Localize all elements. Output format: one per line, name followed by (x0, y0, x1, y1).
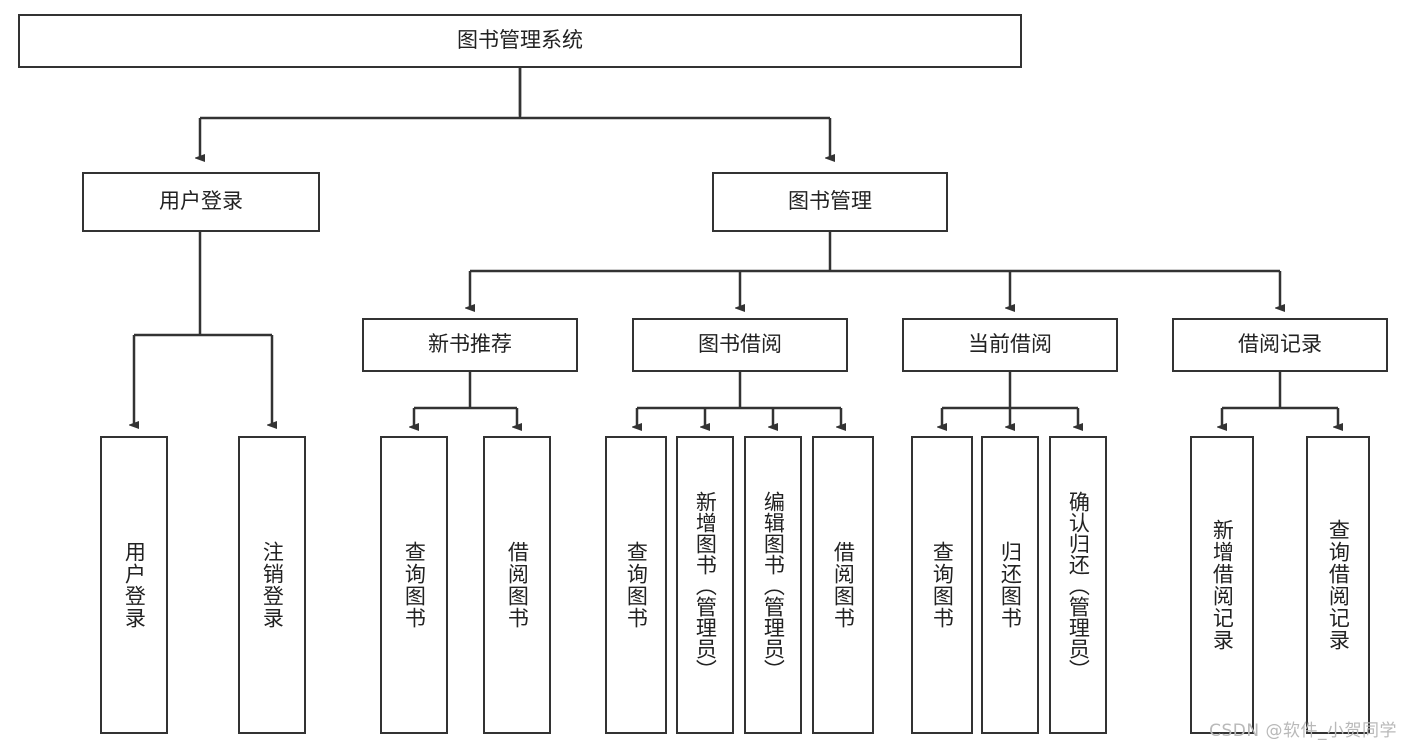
leaf-borrow-book-2-label: 借阅图书 (831, 541, 856, 629)
leaf-edit-book[interactable]: 编辑图书（管理员） (744, 436, 802, 734)
node-borrow-record-label: 借阅记录 (1238, 332, 1322, 357)
node-book-borrow-label: 图书借阅 (698, 332, 782, 357)
node-borrow-record[interactable]: 借阅记录 (1172, 318, 1388, 372)
node-root[interactable]: 图书管理系统 (18, 14, 1022, 68)
leaf-return-book-label: 归还图书 (998, 541, 1023, 629)
node-user-login[interactable]: 用户登录 (82, 172, 320, 232)
leaf-query-book-2[interactable]: 查询图书 (605, 436, 667, 734)
leaf-logout-login[interactable]: 注销登录 (238, 436, 306, 734)
leaf-edit-book-label: 编辑图书（管理员） (761, 490, 786, 680)
leaf-borrow-book-2[interactable]: 借阅图书 (812, 436, 874, 734)
leaf-query-record[interactable]: 查询借阅记录 (1306, 436, 1370, 734)
leaf-logout-login-label: 注销登录 (260, 541, 285, 629)
leaf-confirm-return-label: 确认归还（管理员） (1066, 490, 1091, 680)
leaf-add-record[interactable]: 新增借阅记录 (1190, 436, 1254, 734)
leaf-query-book-3-label: 查询图书 (930, 541, 955, 629)
leaf-add-book-label: 新增图书（管理员） (693, 490, 718, 680)
leaf-add-book[interactable]: 新增图书（管理员） (676, 436, 734, 734)
node-new-book-recommend[interactable]: 新书推荐 (362, 318, 578, 372)
node-user-login-label: 用户登录 (159, 189, 243, 214)
node-root-label: 图书管理系统 (457, 28, 583, 53)
node-current-borrow[interactable]: 当前借阅 (902, 318, 1118, 372)
leaf-query-book-1[interactable]: 查询图书 (380, 436, 448, 734)
leaf-user-login-label: 用户登录 (122, 541, 147, 629)
node-new-book-recommend-label: 新书推荐 (428, 332, 512, 357)
leaf-borrow-book-1-label: 借阅图书 (505, 541, 530, 629)
node-book-manage-label: 图书管理 (788, 189, 872, 214)
node-book-borrow[interactable]: 图书借阅 (632, 318, 848, 372)
leaf-query-book-2-label: 查询图书 (624, 541, 649, 629)
leaf-query-book-1-label: 查询图书 (402, 541, 427, 629)
leaf-return-book[interactable]: 归还图书 (981, 436, 1039, 734)
node-current-borrow-label: 当前借阅 (968, 332, 1052, 357)
watermark: CSDN @软件_小贺同学 (1209, 721, 1397, 741)
leaf-confirm-return[interactable]: 确认归还（管理员） (1049, 436, 1107, 734)
leaf-query-book-3[interactable]: 查询图书 (911, 436, 973, 734)
leaf-borrow-book-1[interactable]: 借阅图书 (483, 436, 551, 734)
node-book-manage[interactable]: 图书管理 (712, 172, 948, 232)
leaf-user-login[interactable]: 用户登录 (100, 436, 168, 734)
leaf-query-record-label: 查询借阅记录 (1326, 519, 1351, 651)
leaf-add-record-label: 新增借阅记录 (1210, 519, 1235, 651)
